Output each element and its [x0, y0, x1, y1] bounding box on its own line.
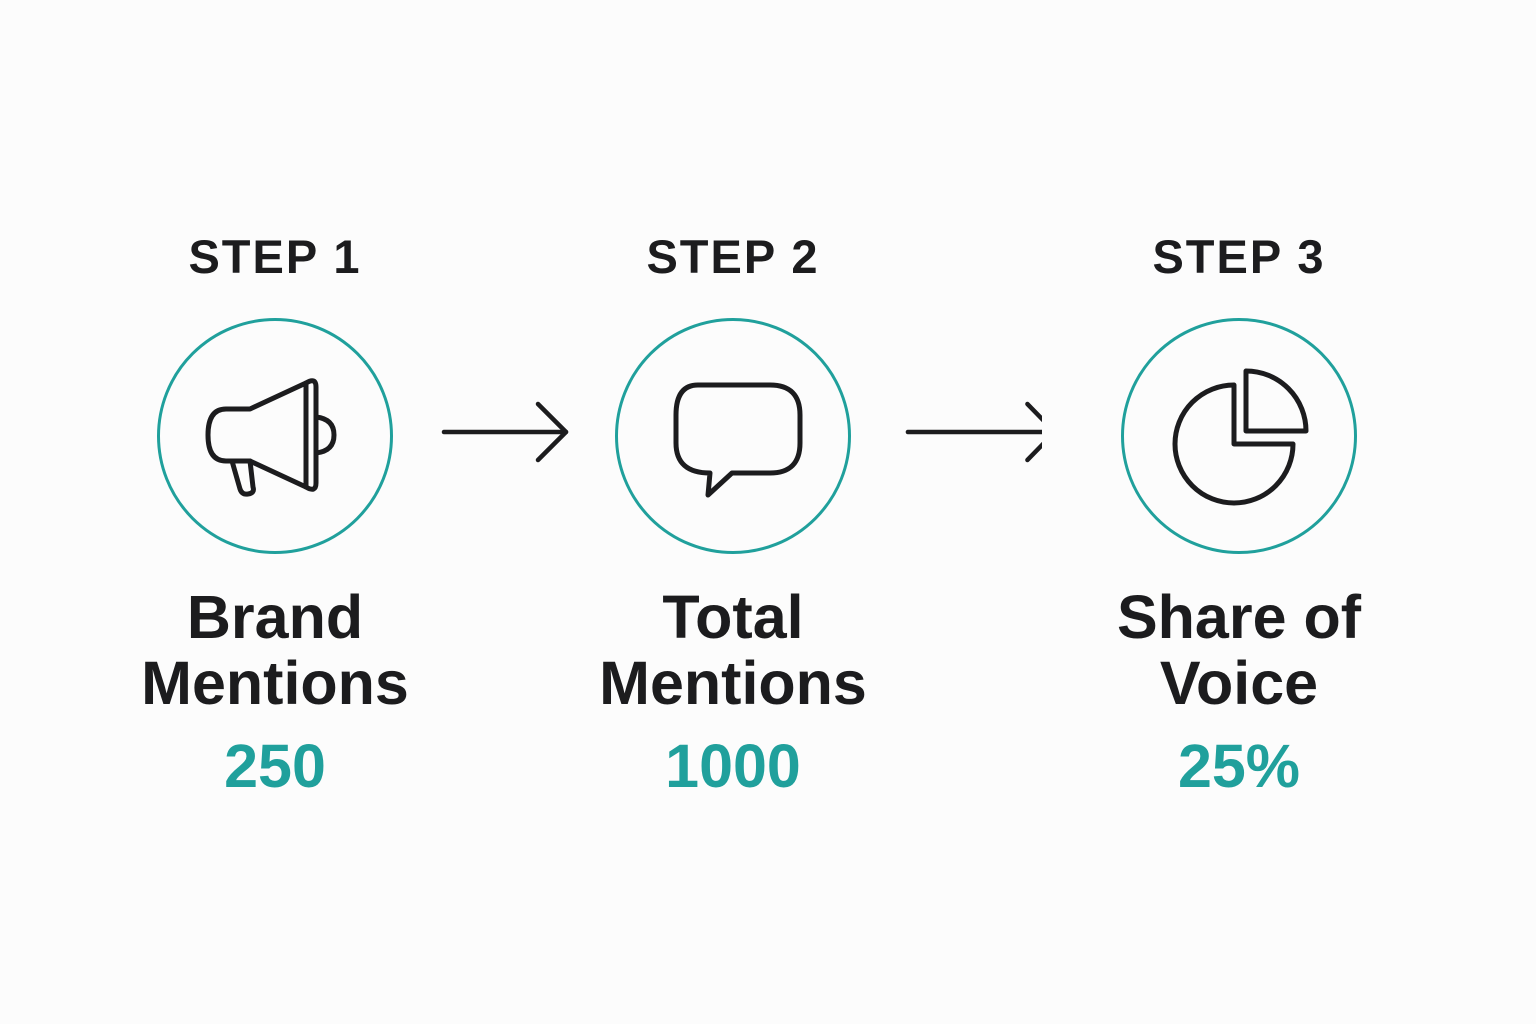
step-1-circle	[157, 318, 393, 554]
step-2: STEP 2 Total Mentions 1000	[553, 0, 913, 1024]
step-2-title-line-2: Mentions	[599, 649, 867, 717]
step-1-title-line-2: Mentions	[141, 649, 409, 717]
step-3-title-line-2: Voice	[1159, 649, 1319, 717]
step-2-title-line-1: Total	[662, 583, 804, 651]
step-1-value: 250	[224, 732, 326, 800]
megaphone-icon	[205, 378, 337, 497]
step-1: STEP 1 Brand Mentions 250	[95, 0, 455, 1024]
speech-bubble-icon	[673, 382, 803, 498]
step-1-label: STEP 1	[188, 230, 362, 283]
step-3-label: STEP 3	[1152, 230, 1326, 283]
step-3: STEP 3 Share of Voice 25%	[1059, 0, 1419, 1024]
step-2-value: 1000	[665, 732, 801, 800]
right-arrow-icon	[905, 401, 1042, 463]
step-1-title: Brand Mentions	[95, 584, 455, 716]
step-1-title-line-1: Brand	[186, 583, 364, 651]
step-2-label: STEP 2	[646, 230, 820, 283]
step-3-value: 25%	[1177, 732, 1301, 800]
right-arrow-icon	[441, 401, 569, 463]
step-3-circle	[1121, 318, 1357, 554]
step-3-title-line-1: Share of	[1116, 583, 1362, 651]
step-2-circle	[615, 318, 851, 554]
step-3-title: Share of Voice	[1059, 584, 1419, 716]
step-2-title: Total Mentions	[553, 584, 913, 716]
pie-chart-icon	[1172, 368, 1309, 506]
